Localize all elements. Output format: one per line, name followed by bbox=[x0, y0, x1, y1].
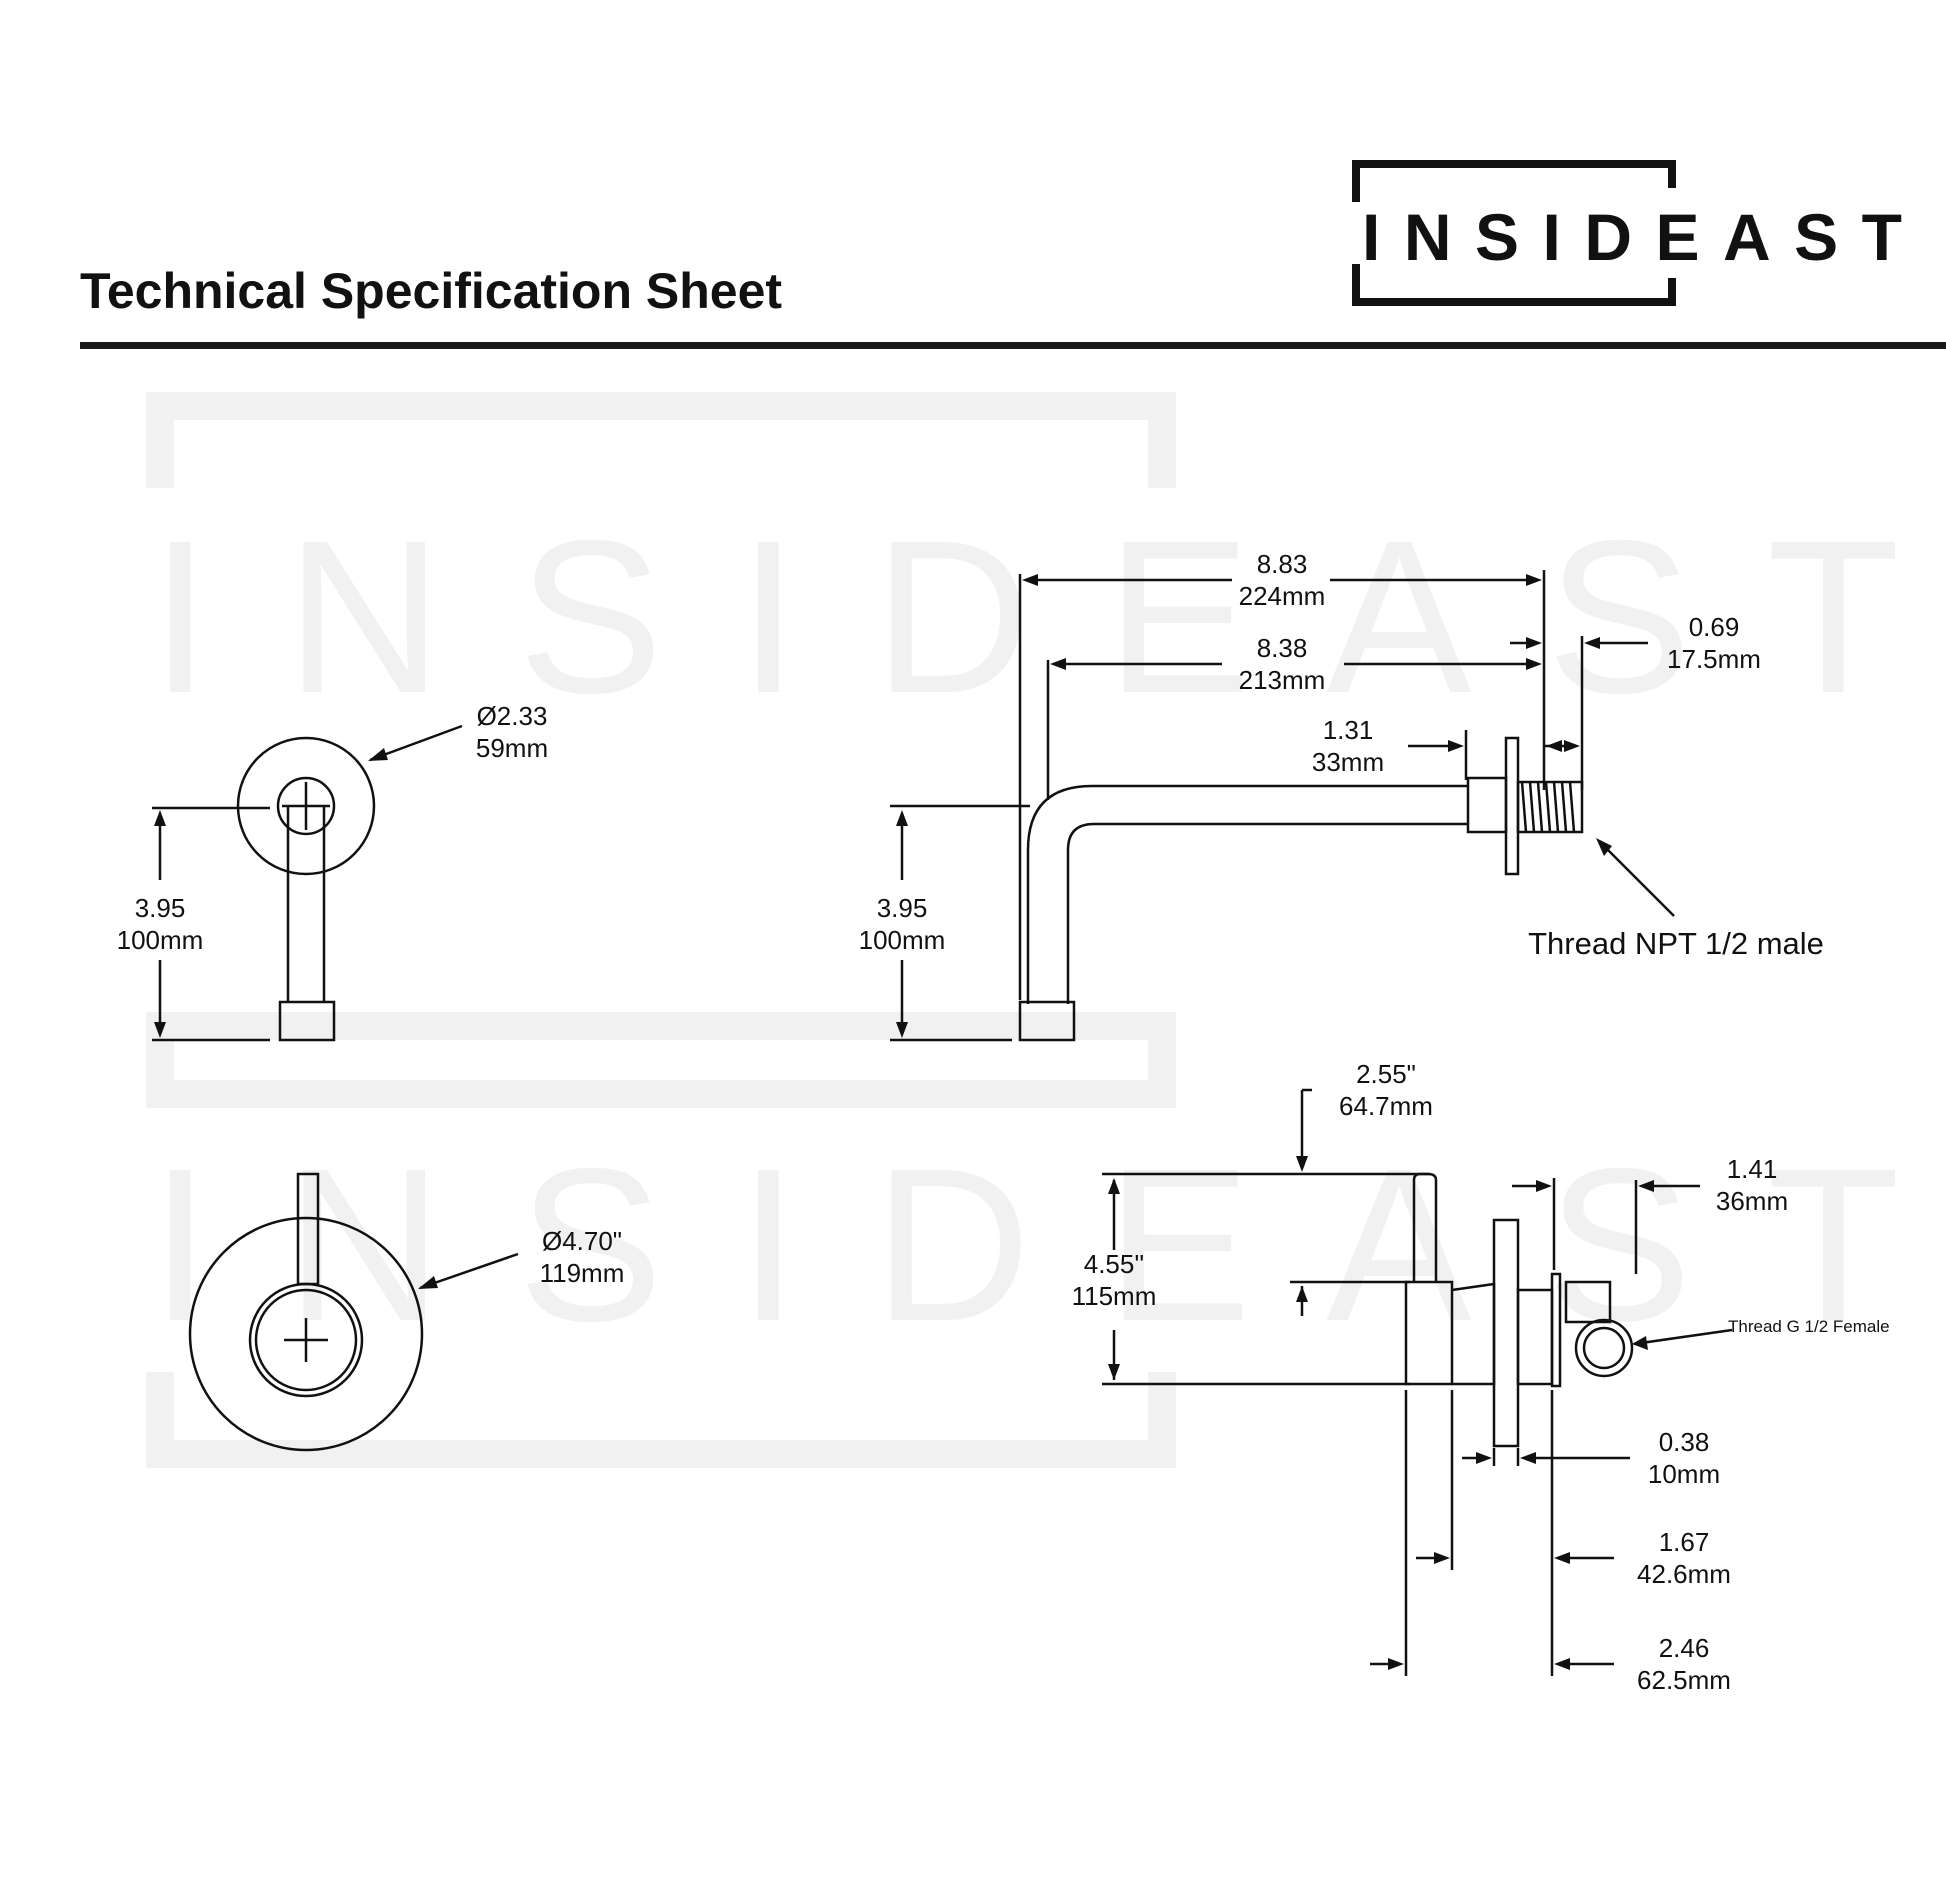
dimension-arrowheads bbox=[154, 574, 1654, 1670]
handle-body-depth-in: 1.41 bbox=[1727, 1154, 1778, 1184]
handle-body-depth-mm: 36mm bbox=[1716, 1186, 1788, 1216]
watermark-text-bottom: INSIDEAST bbox=[150, 1124, 1900, 1367]
spout-flange-offset-mm: 33mm bbox=[1312, 747, 1384, 777]
handle-front-view bbox=[188, 1172, 519, 1452]
watermark-text-top: INSIDEAST bbox=[150, 496, 1900, 739]
handle-reach-mm: 64.7mm bbox=[1339, 1091, 1433, 1121]
spout-front-diameter-in: Ø2.33 bbox=[477, 701, 548, 731]
spout-length-mm: 213mm bbox=[1239, 665, 1326, 695]
spout-front-view bbox=[152, 724, 463, 1042]
spout-length-in: 8.38 bbox=[1257, 633, 1308, 663]
spout-side-height-mm: 100mm bbox=[859, 925, 946, 955]
spout-side-height-in: 3.95 bbox=[877, 893, 928, 923]
handle-plate-thickness-mm: 10mm bbox=[1648, 1459, 1720, 1489]
handle-reach-in: 2.55" bbox=[1356, 1059, 1416, 1089]
watermark-frames bbox=[146, 392, 1176, 1468]
handle-thread-note: Thread G 1/2 Female bbox=[1728, 1317, 1890, 1336]
handle-body-length-in: 1.67 bbox=[1659, 1527, 1710, 1557]
handle-front-diameter-in: Ø4.70" bbox=[542, 1226, 622, 1256]
handle-height-mm: 115mm bbox=[1072, 1281, 1157, 1311]
page-title: Technical Specification Sheet bbox=[80, 263, 783, 319]
handle-total-length-mm: 62.5mm bbox=[1637, 1665, 1731, 1695]
header-rule bbox=[80, 342, 1946, 349]
spout-front-diameter-mm: 59mm bbox=[476, 733, 548, 763]
handle-height-in: 4.55'' bbox=[1084, 1249, 1145, 1279]
handle-front-diameter-mm: 119mm bbox=[540, 1258, 625, 1288]
spout-overall-length-mm: 224mm bbox=[1239, 581, 1326, 611]
spout-front-height-in: 3.95 bbox=[135, 893, 186, 923]
handle-plate-thickness-in: 0.38 bbox=[1659, 1427, 1710, 1457]
spout-thread-length-in: 0.69 bbox=[1689, 612, 1740, 642]
brand-logo: INSIDEAST bbox=[1352, 160, 1902, 306]
spout-front-height-mm: 100mm bbox=[117, 925, 204, 955]
spout-overall-length-in: 8.83 bbox=[1257, 549, 1308, 579]
spout-thread-length-mm: 17.5mm bbox=[1667, 644, 1761, 674]
spout-flange-offset-in: 1.31 bbox=[1323, 715, 1374, 745]
handle-body-length-mm: 42.6mm bbox=[1637, 1559, 1731, 1589]
spout-thread-note: Thread NPT 1/2 male bbox=[1528, 926, 1824, 961]
handle-total-length-in: 2.46 bbox=[1659, 1633, 1710, 1663]
spout-side-view bbox=[890, 570, 1675, 1042]
